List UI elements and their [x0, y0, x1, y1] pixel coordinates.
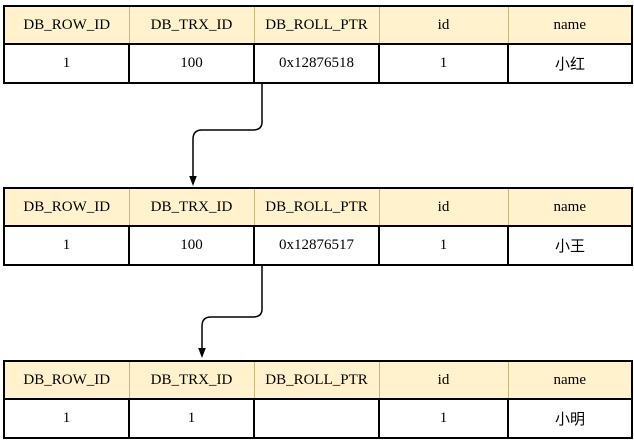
col-header-name: name	[507, 6, 633, 45]
col-header-db-trx-id: DB_TRX_ID	[128, 361, 255, 400]
col-header-name: name	[507, 188, 633, 227]
col-header-db-trx-id: DB_TRX_ID	[128, 188, 255, 227]
cell-name: 小明	[507, 398, 633, 439]
cell-id: 1	[378, 225, 509, 266]
col-header-db-roll-ptr: DB_ROLL_PTR	[253, 188, 380, 227]
cell-db-roll-ptr: 0x12876518	[253, 43, 380, 84]
col-header-id: id	[378, 188, 509, 227]
data-row: 1 1 1 小明	[3, 398, 633, 439]
cell-db-row-id: 1	[3, 225, 130, 266]
col-header-db-row-id: DB_ROW_ID	[3, 6, 130, 45]
version-table-2: DB_ROW_ID DB_TRX_ID DB_ROLL_PTR id name …	[3, 187, 633, 266]
cell-name: 小王	[507, 225, 633, 266]
cell-db-row-id: 1	[3, 398, 130, 439]
data-row: 1 100 0x12876518 1 小红	[3, 43, 633, 84]
cell-db-trx-id: 100	[128, 225, 255, 266]
data-row: 1 100 0x12876517 1 小王	[3, 225, 633, 266]
col-header-id: id	[378, 6, 509, 45]
col-header-name: name	[507, 361, 633, 400]
header-row: DB_ROW_ID DB_TRX_ID DB_ROLL_PTR id name	[3, 6, 633, 45]
version-table-3: DB_ROW_ID DB_TRX_ID DB_ROLL_PTR id name …	[3, 360, 633, 439]
cell-db-row-id: 1	[3, 43, 130, 84]
col-header-db-row-id: DB_ROW_ID	[3, 188, 130, 227]
col-header-id: id	[378, 361, 509, 400]
version-table-1: DB_ROW_ID DB_TRX_ID DB_ROLL_PTR id name …	[3, 5, 633, 84]
roll-ptr-arrow-1	[189, 83, 263, 186]
roll-ptr-arrow-2	[198, 265, 263, 358]
cell-db-trx-id: 100	[128, 43, 255, 84]
cell-id: 1	[378, 43, 509, 84]
cell-db-roll-ptr: 0x12876517	[253, 225, 380, 266]
header-row: DB_ROW_ID DB_TRX_ID DB_ROLL_PTR id name	[3, 188, 633, 227]
col-header-db-row-id: DB_ROW_ID	[3, 361, 130, 400]
cell-db-roll-ptr	[253, 398, 380, 439]
cell-name: 小红	[507, 43, 633, 84]
cell-db-trx-id: 1	[128, 398, 255, 439]
header-row: DB_ROW_ID DB_TRX_ID DB_ROLL_PTR id name	[3, 361, 633, 400]
col-header-db-roll-ptr: DB_ROLL_PTR	[253, 6, 380, 45]
col-header-db-trx-id: DB_TRX_ID	[128, 6, 255, 45]
col-header-db-roll-ptr: DB_ROLL_PTR	[253, 361, 380, 400]
cell-id: 1	[378, 398, 509, 439]
